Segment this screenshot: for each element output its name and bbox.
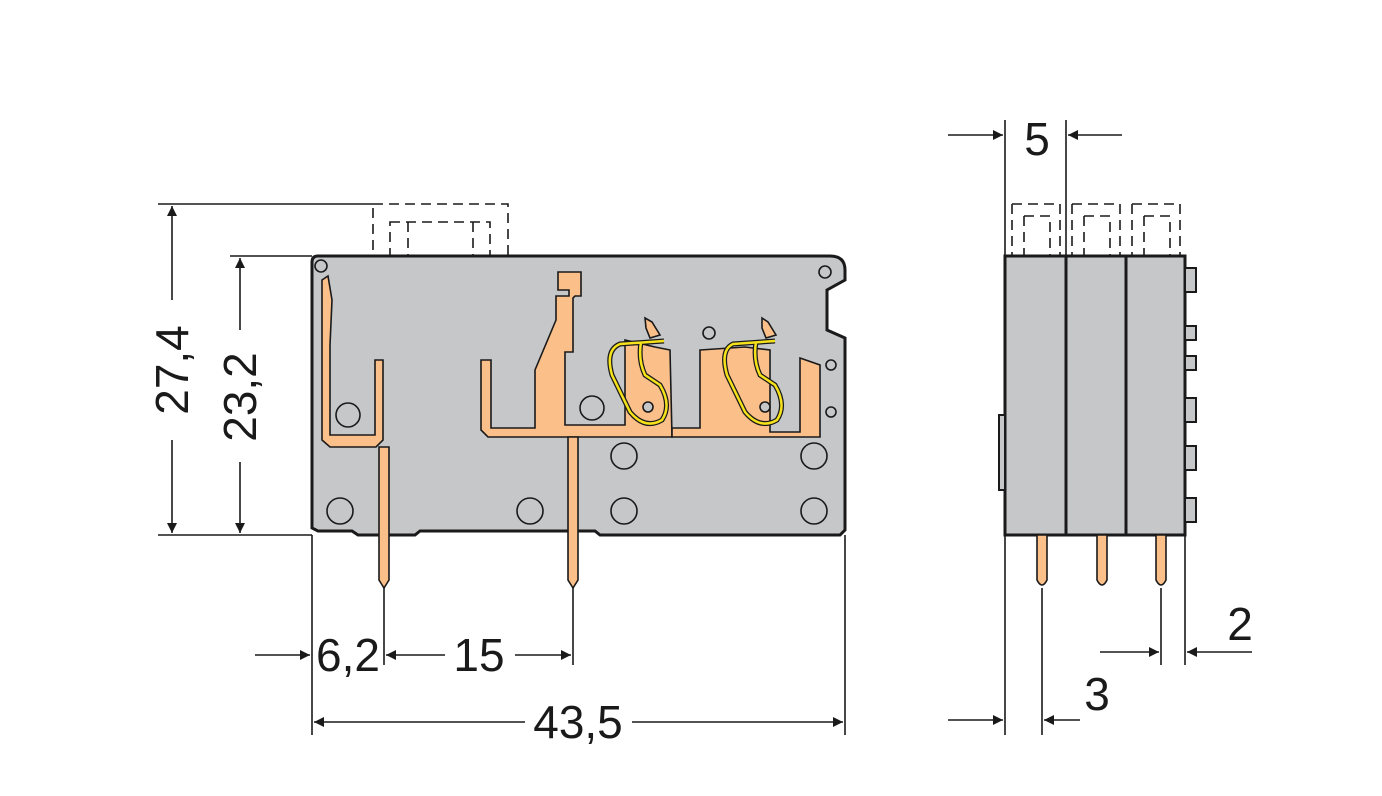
actuator-outline-side [1011,203,1181,256]
dim-pin-offset: 6,2 [316,629,380,681]
side-ribs [1184,267,1197,523]
dim-pin-edge-offset: 2 [1227,598,1253,650]
housing [310,254,847,537]
dim-pole-pitch: 5 [1024,113,1050,165]
side-tab [998,414,1006,491]
cage-clamp-springs [607,316,784,427]
dim-width: 43,5 [533,696,623,748]
dim-height-body: 23,2 [214,352,266,442]
side-dimensions: 5 2 3 [948,113,1253,735]
dim-pin-offset-side: 3 [1084,668,1110,720]
side-housing [1003,254,1187,537]
left-contact [321,274,390,590]
front-view [310,203,847,590]
front-dimensions: 27,4 23,2 6,2 15 43,5 [146,203,846,748]
side-pins [1036,534,1167,586]
dim-pin-pitch: 15 [453,629,504,681]
mounting-holes [314,259,837,525]
side-view [998,203,1197,586]
busbar-contact [480,271,821,590]
dim-height-overall: 27,4 [146,325,198,415]
